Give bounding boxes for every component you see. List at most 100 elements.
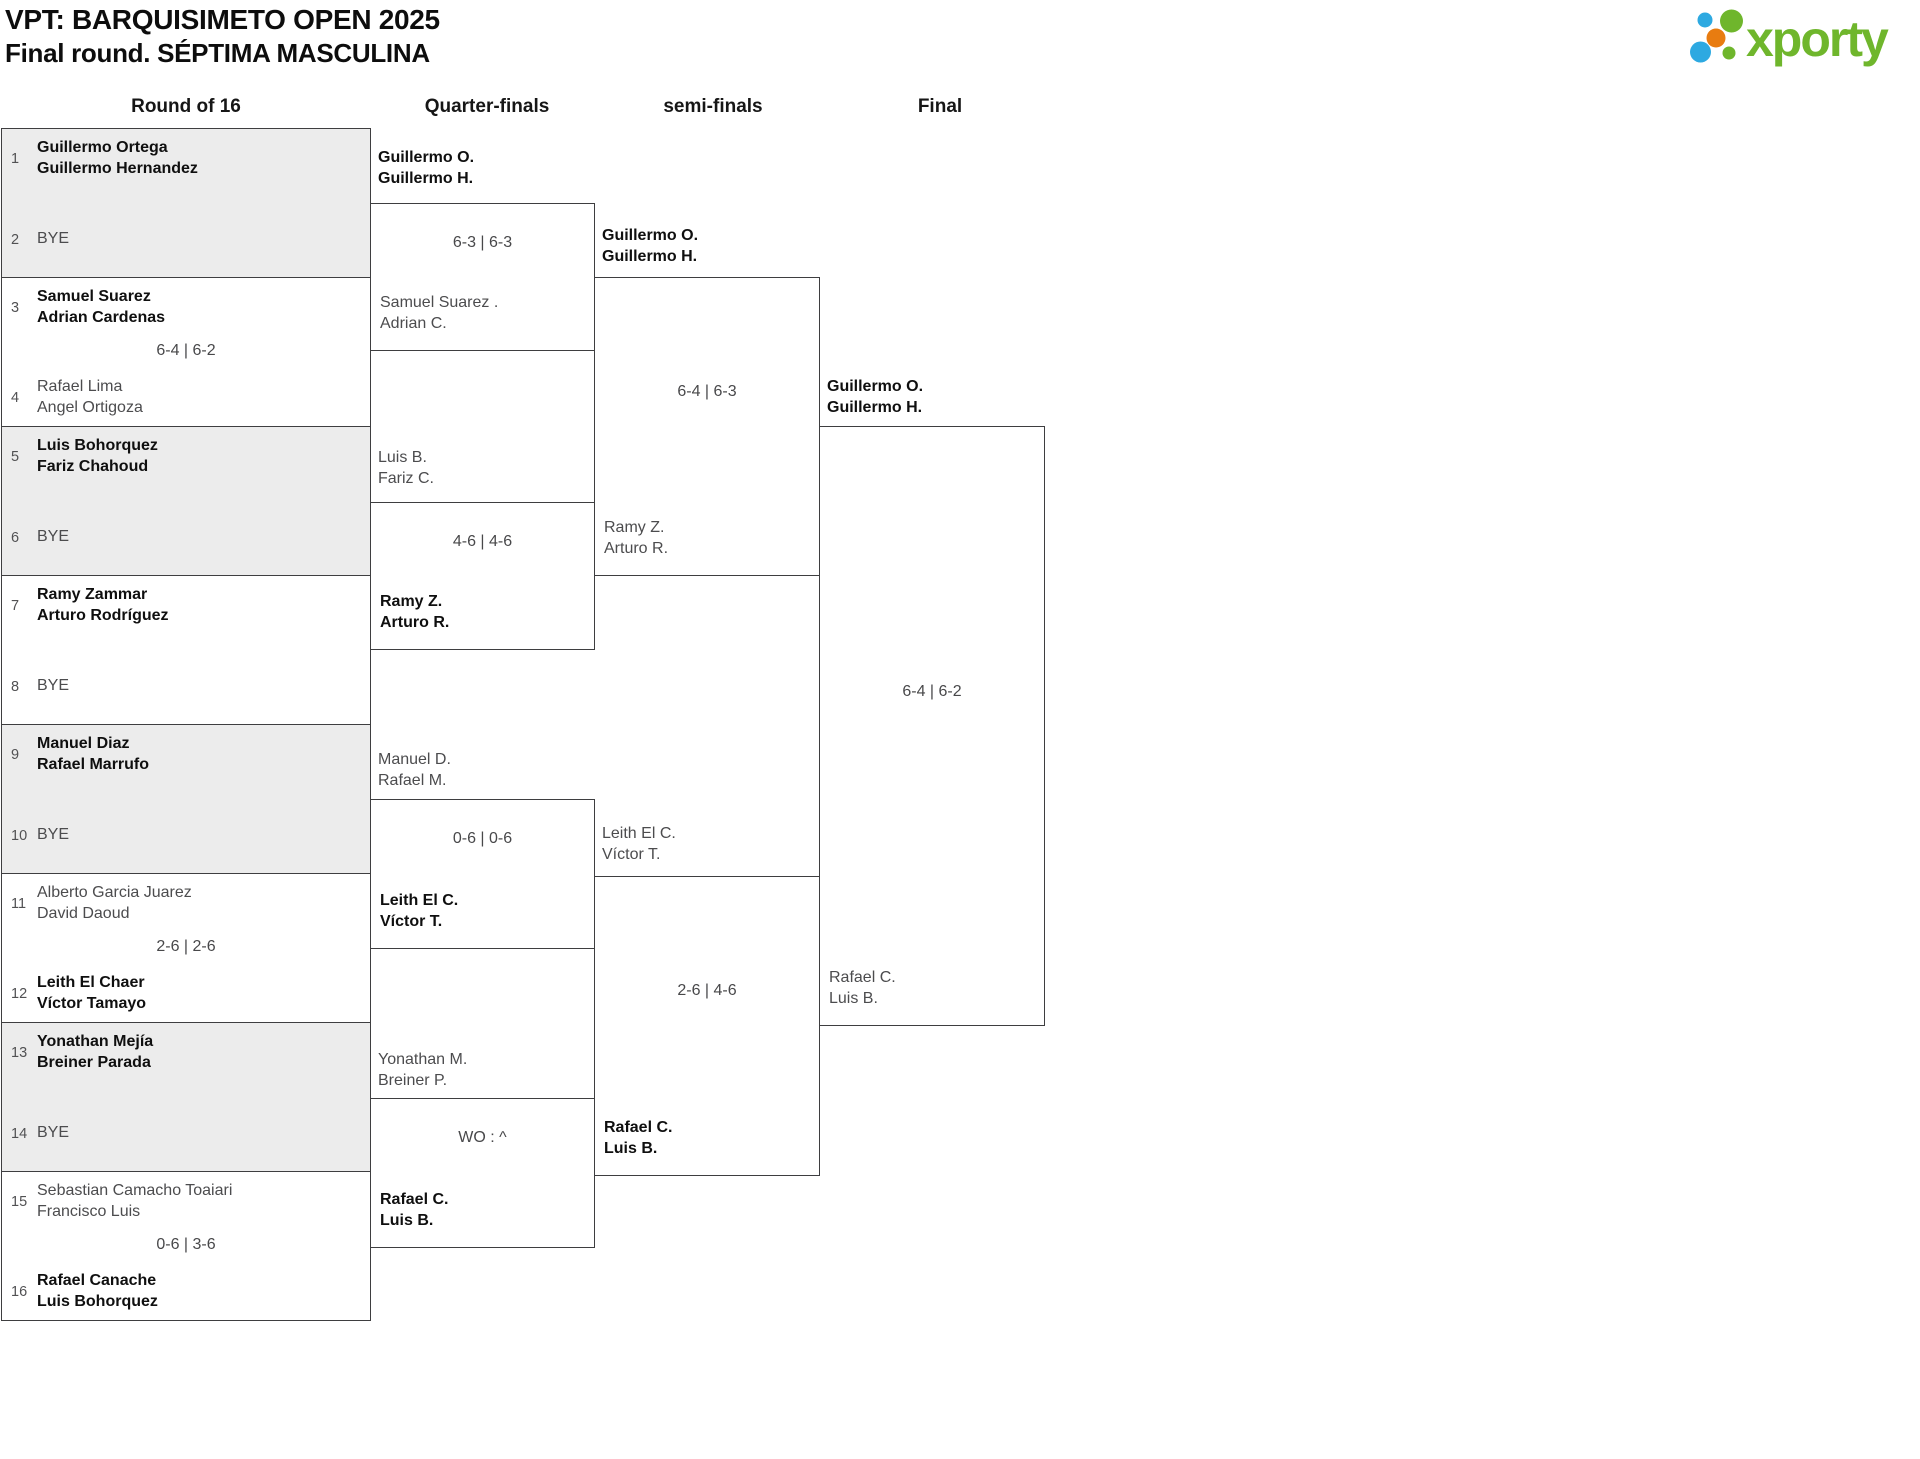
r16-match-8: 15 Sebastian Camacho Toaiari Francisco L… <box>1 1171 371 1321</box>
match-slot-top: 3 Samuel Suarez Adrian Cardenas <box>11 287 364 329</box>
match-slot-top: 9 Manuel Diaz Rafael Marrufo <box>11 734 364 776</box>
team-name: Rafael C. Luis B. <box>604 1118 672 1160</box>
match-slot-bottom: 10 BYE <box>11 825 364 846</box>
qf1-top-team: Guillermo O. Guillermo H. <box>378 148 474 190</box>
team-name-line: Guillermo O. <box>827 378 924 395</box>
final-match: 6-4 | 6-2 Rafael C. Luis B. <box>819 426 1045 1026</box>
match-score: 6-4 | 6-2 <box>156 342 216 359</box>
seed-number: 3 <box>11 299 20 316</box>
match-score: 6-4 | 6-3 <box>677 383 737 400</box>
team-name-line: Samuel Suarez <box>37 288 151 305</box>
team-name-line: Rafael Lima <box>37 378 123 396</box>
team-name: BYE <box>37 229 69 250</box>
team-name: Alberto Garcia Juarez David Daoud <box>37 883 192 925</box>
column-header-round-of-16: Round of 16 <box>131 96 241 117</box>
team-name-line: David Daoud <box>37 904 130 922</box>
team-name: Guillermo Ortega Guillermo Hernandez <box>37 138 198 180</box>
logo-dot-green-small <box>1722 46 1736 60</box>
qf2-top-team: Luis B. Fariz C. <box>378 448 434 490</box>
team-name-line: Arturo R. <box>604 540 669 558</box>
seed-number: 9 <box>11 746 20 763</box>
team-name-line: Arturo R. <box>380 614 450 632</box>
team-name-line: Luis B. <box>604 1140 658 1158</box>
team-name-line: Rafael C. <box>380 1191 449 1209</box>
xporty-logo[interactable]: xporty <box>1688 4 1916 72</box>
seed-number: 7 <box>11 597 20 614</box>
match-score: 2-6 | 2-6 <box>156 938 216 955</box>
team-name-line: BYE <box>37 677 70 695</box>
r16-match-1: 1 Guillermo Ortega Guillermo Hernandez 2… <box>1 128 371 278</box>
seed-number: 12 <box>11 986 28 1003</box>
team-name-line: Guillermo H. <box>378 169 474 187</box>
seed-number: 13 <box>11 1044 28 1061</box>
team-name-line: Luis B. <box>378 449 427 466</box>
r16-match-5: 9 Manuel Diaz Rafael Marrufo 10 BYE <box>1 724 371 874</box>
team-name: Leith El Chaer Víctor Tamayo <box>37 973 146 1015</box>
team-name-line: Leith El Chaer <box>37 974 145 992</box>
team-name-line: Ramy Z. <box>604 519 665 537</box>
r16-match-6: 11 Alberto Garcia Juarez David Daoud 2-6… <box>1 873 371 1023</box>
team-name-line: Ramy Zammar <box>37 586 148 603</box>
match-slot-bottom: 8 BYE <box>11 676 364 697</box>
team-name: Ramy Z. Arturo R. <box>604 518 668 560</box>
team-name-line: Rafael C. <box>604 1119 673 1137</box>
team-name: Rafael C. Luis B. <box>829 968 896 1010</box>
team-name-line: BYE <box>37 826 70 844</box>
team-name-line: Leith El C. <box>380 892 459 910</box>
column-header-quarter-finals: Quarter-finals <box>424 96 550 117</box>
match-slot-top: 5 Luis Bohorquez Fariz Chahoud <box>11 436 364 478</box>
team-name: Ramy Zammar Arturo Rodríguez <box>37 585 169 627</box>
qf-match-2: 4-6 | 4-6 Ramy Z. Arturo R. <box>370 502 595 650</box>
team-name-line: Rafael C. <box>829 969 896 987</box>
team-name-line: Víctor T. <box>602 845 661 863</box>
team-name-line: Francisco Luis <box>37 1202 141 1220</box>
team-name-line: Guillermo H. <box>827 398 923 416</box>
match-slot-top: 15 Sebastian Camacho Toaiari Francisco L… <box>11 1181 364 1223</box>
logo-wordmark: xporty <box>1746 11 1889 67</box>
r16-match-2: 3 Samuel Suarez Adrian Cardenas 6-4 | 6-… <box>1 277 371 427</box>
team-name-line: Luis Bohorquez <box>37 1293 158 1311</box>
team-name-line: Víctor T. <box>380 913 443 931</box>
seed-number: 1 <box>11 150 20 167</box>
team-name-line: BYE <box>37 528 70 546</box>
logo-dot-green-large <box>1720 9 1743 33</box>
team-name: Leith El C. Víctor T. <box>380 891 458 933</box>
seed-number: 2 <box>11 231 20 248</box>
column-header-semi-finals: semi-finals <box>663 96 763 117</box>
team-name: Rafael Canache Luis Bohorquez <box>37 1271 158 1313</box>
team-name-line: Samuel Suarez . <box>380 294 499 312</box>
team-name-line: Yonathan Mejía <box>37 1033 154 1050</box>
match-score: 6-4 | 6-2 <box>902 683 962 700</box>
team-name-line: Víctor Tamayo <box>37 995 147 1013</box>
team-name-line: Adrian C. <box>380 315 447 333</box>
match-score: 2-6 | 4-6 <box>677 982 737 999</box>
team-name-line: Arturo Rodríguez <box>37 606 169 624</box>
team-name: BYE <box>37 825 69 846</box>
final-top-team: Guillermo O. Guillermo H. <box>827 377 923 419</box>
qf-match-3: 0-6 | 0-6 Leith El C. Víctor T. <box>370 799 595 949</box>
seed-number: 16 <box>11 1284 28 1301</box>
team-name-line: Alberto Garcia Juarez <box>37 884 192 901</box>
team-name: Samuel Suarez . Adrian C. <box>380 293 498 335</box>
team-name-line: Luis B. <box>380 1212 434 1230</box>
team-name: Luis Bohorquez Fariz Chahoud <box>37 436 158 478</box>
team-name-line: Fariz Chahoud <box>37 457 149 475</box>
seed-number: 4 <box>11 390 20 407</box>
match-score: WO : ^ <box>458 1129 507 1146</box>
qf4-top-team: Yonathan M. Breiner P. <box>378 1050 467 1092</box>
match-score: 0-6 | 3-6 <box>156 1236 216 1253</box>
team-name-line: Rafael Marrufo <box>37 755 150 773</box>
sf1-top-team: Guillermo O. Guillermo H. <box>602 226 698 268</box>
r16-match-4: 7 Ramy Zammar Arturo Rodríguez 8 BYE <box>1 575 371 725</box>
team-name-line: Luis Bohorquez <box>37 437 158 454</box>
seed-number: 5 <box>11 448 20 465</box>
team-name-line: Luis B. <box>829 990 878 1008</box>
team-name-line: Leith El C. <box>602 825 676 842</box>
team-name-line: Rafael Canache <box>37 1272 157 1290</box>
team-name: BYE <box>37 676 69 697</box>
tournament-title: VPT: BARQUISIMETO OPEN 2025 <box>5 4 440 35</box>
match-slot-bottom: 14 BYE <box>11 1123 364 1144</box>
logo-dot-orange <box>1706 28 1726 48</box>
qf-match-1: 6-3 | 6-3 Samuel Suarez . Adrian C. <box>370 203 595 351</box>
match-slot-top: 11 Alberto Garcia Juarez David Daoud <box>11 883 364 925</box>
